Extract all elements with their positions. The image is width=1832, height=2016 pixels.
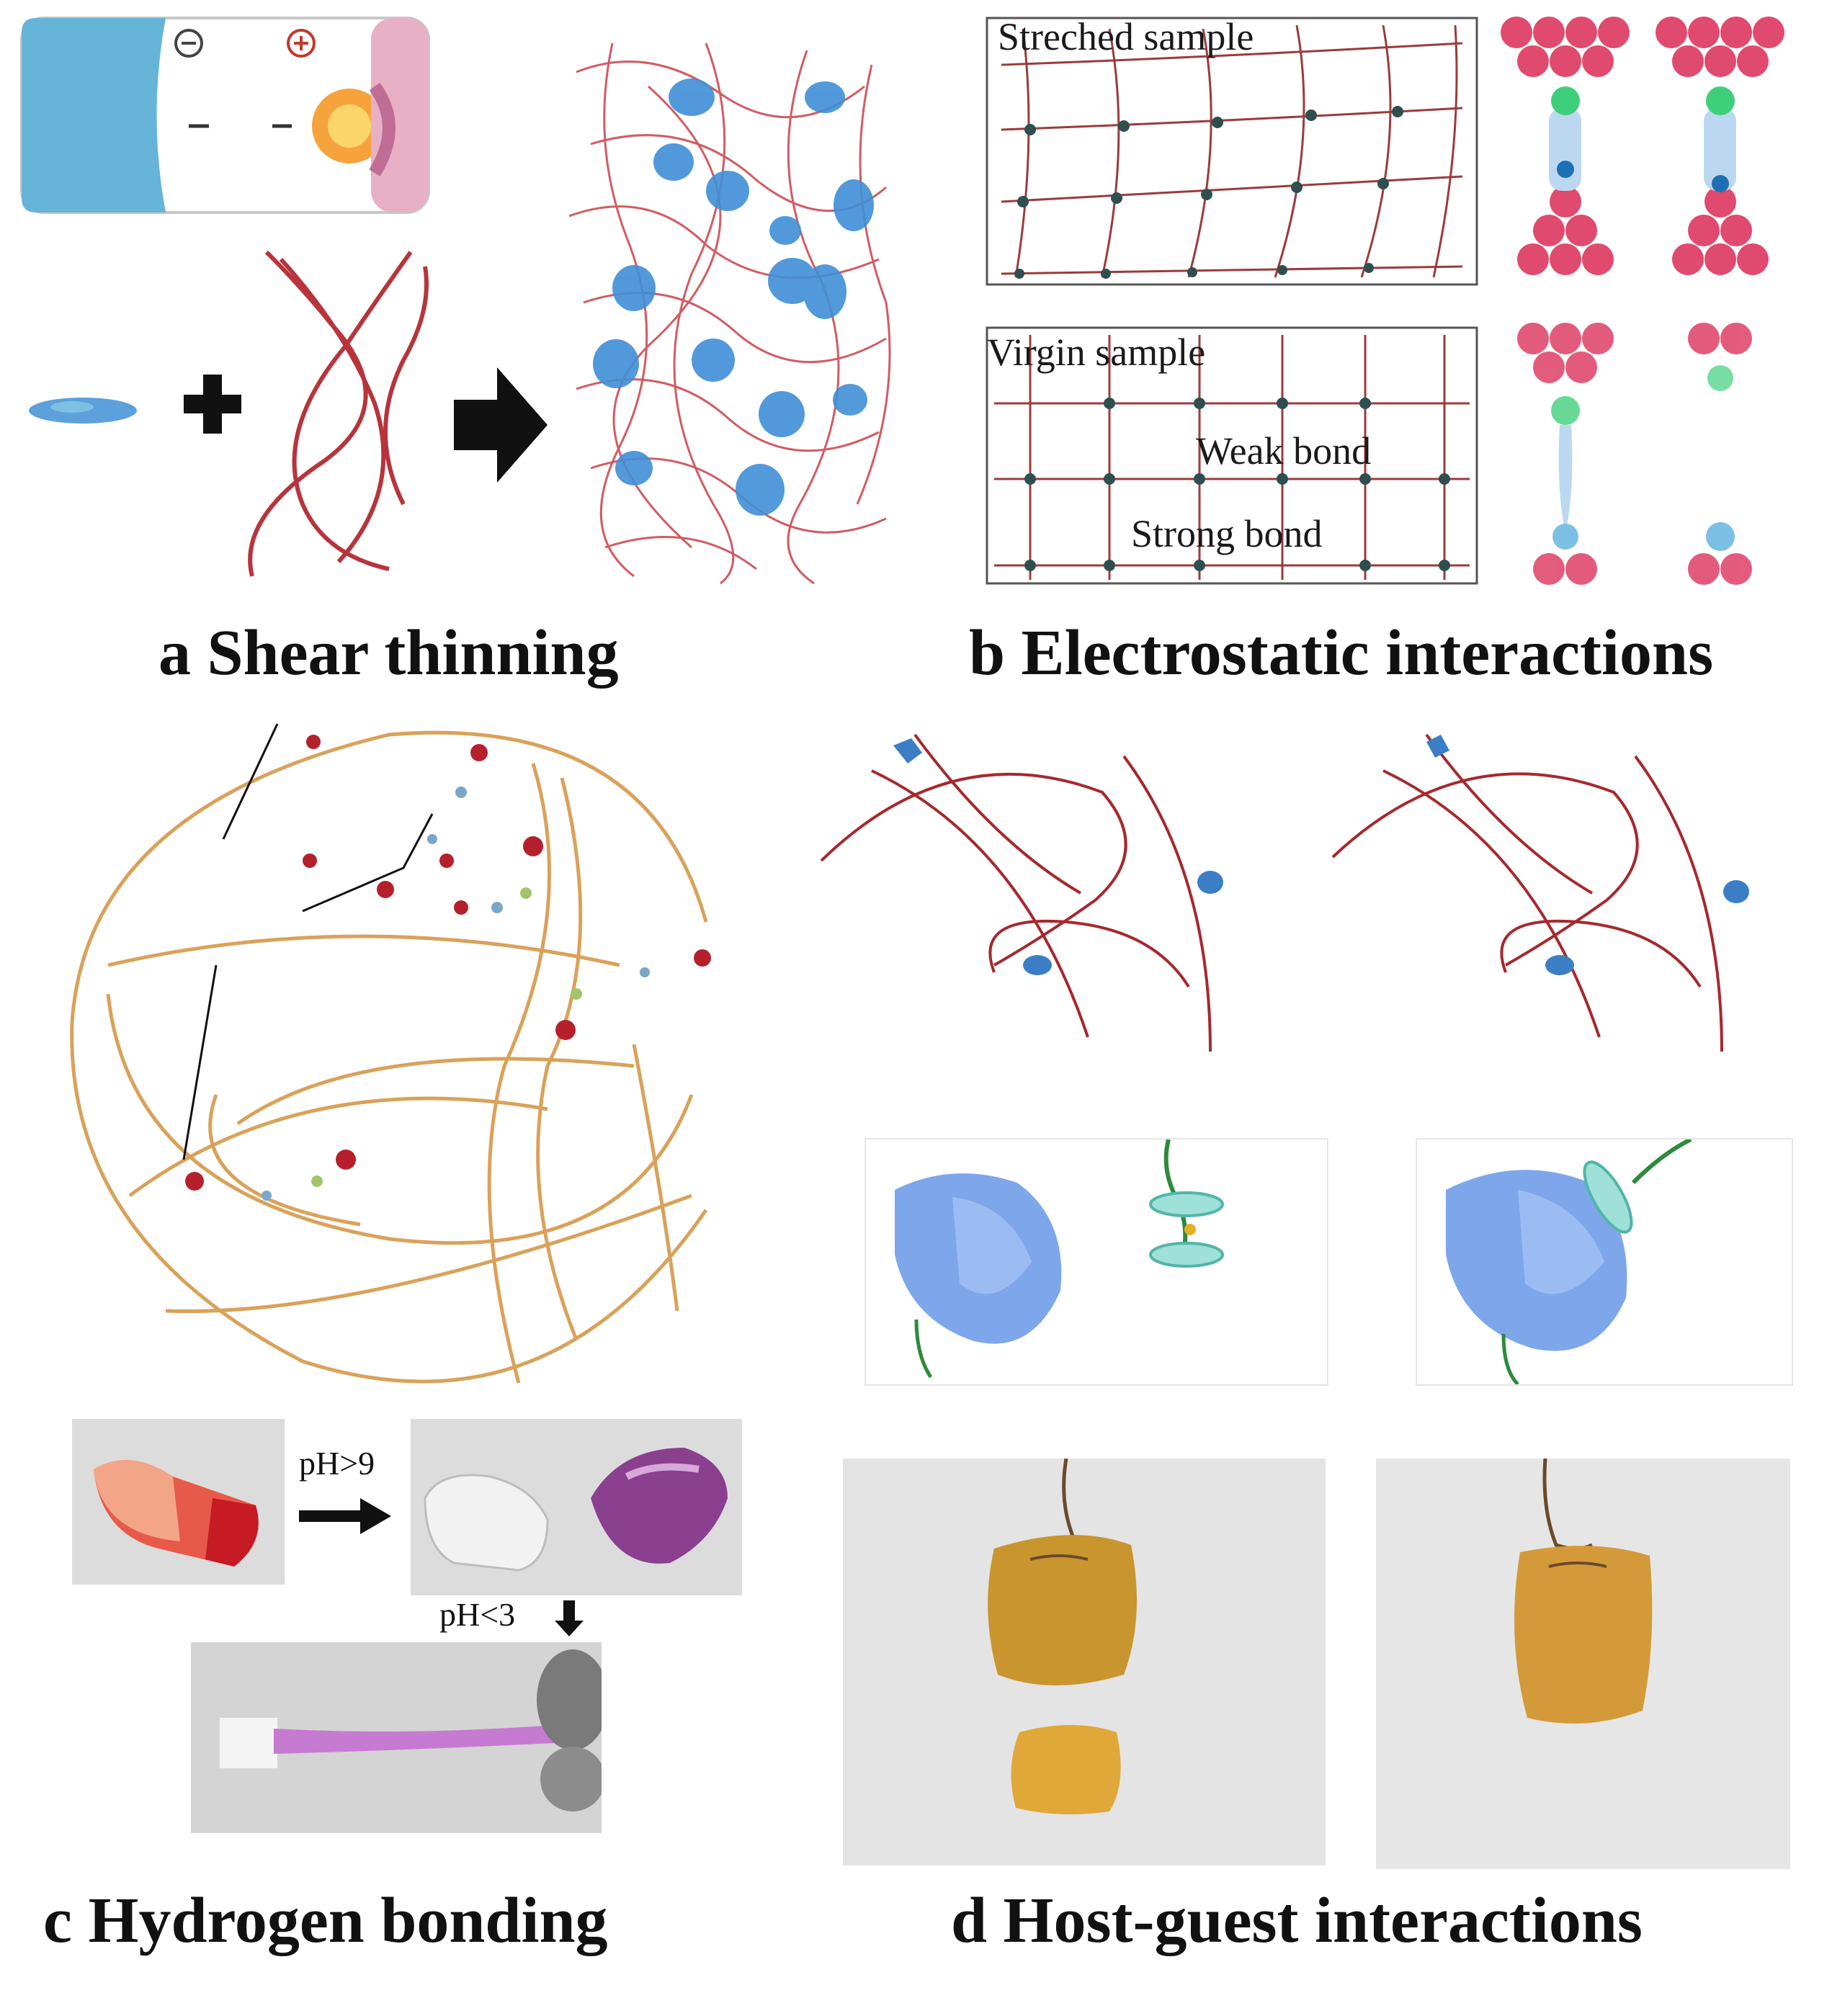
fiber-network xyxy=(70,723,711,1384)
network-cluster xyxy=(568,42,891,585)
panel-d: d Host-guest interactions xyxy=(807,691,1832,2016)
caption-c: c Hydrogen bonding xyxy=(43,1885,608,1956)
gel-photo-separate xyxy=(843,1459,1326,1865)
virgin-sample-label: Virgin sample xyxy=(987,331,1206,374)
strong-bond-label: Strong bond xyxy=(1131,512,1323,555)
electrostatic-box xyxy=(20,17,430,214)
ph-low-label: pH<3 xyxy=(439,1596,516,1633)
host-guest-chains xyxy=(820,733,1749,1052)
panel-a: a Shear thinning xyxy=(0,0,915,691)
weak-bond-label: Weak bond xyxy=(1196,429,1372,472)
gel-photo-clear-purple xyxy=(411,1419,742,1595)
right-arrow xyxy=(454,367,548,483)
panel-a-graphic xyxy=(20,17,891,585)
bead-cluster-virgin xyxy=(1517,323,1752,585)
polymer-chains xyxy=(248,250,429,577)
plus-sign xyxy=(184,375,241,434)
bead-cluster-stretched xyxy=(1501,17,1784,275)
caption-d: d Host-guest interactions xyxy=(951,1885,1643,1956)
stretched-sample-label: Streched sample xyxy=(998,15,1254,58)
gel-render-separate xyxy=(864,1138,1328,1386)
panel-c: pH>9 pH<3 c Hydrogen bonding xyxy=(0,691,807,2016)
stretched-grid xyxy=(986,17,1478,286)
right-arrow-ph xyxy=(299,1498,391,1534)
panel-b: Streched sample Virgin sample Weak bond … xyxy=(915,0,1832,691)
ph-high-label: pH>9 xyxy=(299,1445,375,1482)
gel-photo-red xyxy=(72,1419,285,1585)
virgin-grid xyxy=(986,326,1478,585)
gel-render-bound xyxy=(1416,1138,1793,1386)
down-arrow-ph xyxy=(555,1600,584,1636)
caption-a: a Shear thinning xyxy=(158,617,619,689)
gel-photo-bound xyxy=(1376,1459,1790,1869)
minus-symbol xyxy=(174,29,203,58)
caption-b: b Electrostatic interactions xyxy=(969,617,1714,689)
gel-photo-stretched xyxy=(191,1642,602,1833)
panel-b-graphic xyxy=(986,17,1784,585)
plus-symbol xyxy=(287,29,316,58)
